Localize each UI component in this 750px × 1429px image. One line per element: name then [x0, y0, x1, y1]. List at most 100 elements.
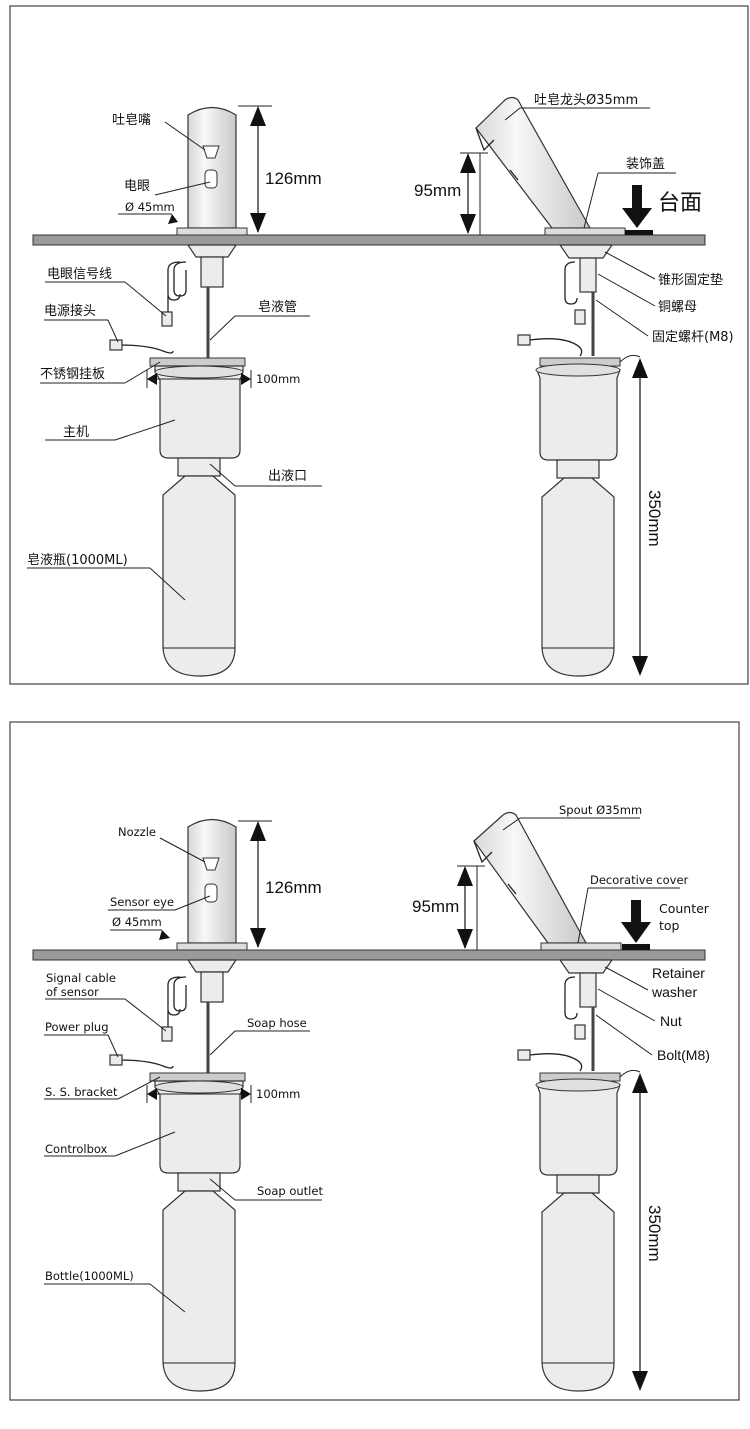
label-bottle: 皂液瓶(1000ML) [27, 553, 128, 568]
outlet-neck [556, 459, 600, 479]
leader-arrow [159, 930, 170, 940]
controlbox [154, 365, 244, 459]
label-counter-top: 台面 [658, 190, 702, 215]
leader-line [209, 463, 236, 487]
power-plug-icon [517, 1049, 531, 1061]
nut-block [200, 971, 224, 1003]
leader-line [149, 567, 186, 601]
left-assembly [109, 818, 272, 1392]
label-height-126: 126mm [265, 878, 322, 897]
panel-frame [9, 5, 749, 685]
dim-350-hook [619, 1069, 641, 1078]
label-diameter: Ø 45mm [125, 200, 175, 214]
leader-line [154, 181, 211, 196]
counter-slab [32, 949, 706, 961]
leader-line [209, 1030, 236, 1056]
leader-line [124, 998, 167, 1032]
leader-line [124, 281, 167, 317]
signal-connector [161, 1026, 173, 1042]
label-retainer-washer-2: washer [651, 984, 697, 1000]
label-nut: 铜螺母 [658, 300, 697, 315]
label-signal-cable-2: of sensor [46, 985, 99, 999]
counter-marker [622, 944, 650, 950]
leader-line [124, 361, 161, 384]
controlbox [154, 1080, 244, 1174]
sensor-eye-icon [204, 883, 218, 903]
retainer-washer [558, 959, 614, 974]
label-counter-top-1: Counter [659, 901, 710, 916]
label-power-plug: Power plug [45, 1020, 109, 1034]
leader-line [504, 107, 521, 121]
washer [186, 959, 238, 973]
dim-350-hook [619, 354, 641, 363]
leader-line [502, 817, 521, 831]
label-height-95: 95mm [414, 181, 461, 200]
label-spout: Spout Ø35mm [559, 803, 642, 817]
leader-line [114, 1131, 176, 1157]
controlbox [536, 369, 621, 461]
label-bracket-width: 100mm [256, 1087, 300, 1101]
base-plate [176, 942, 248, 951]
label-height-350: 350mm [645, 1205, 664, 1262]
right-assembly [460, 96, 653, 677]
leader-line [595, 1014, 653, 1056]
signal-cable-coil [564, 261, 578, 305]
label-retainer-washer: 锥形固定垫 [658, 272, 723, 288]
spout-tip [473, 840, 493, 864]
signal-cable-coil [167, 261, 187, 301]
panel-chinese: 吐皂嘴 电眼 Ø 45mm 电眼信号线 电源接头 不锈钢挂板 主机 皂液瓶(10… [9, 5, 749, 685]
signal-connector [161, 311, 173, 327]
dim-95-arrows [460, 153, 476, 234]
label-sensor-eye: 电眼 [124, 179, 150, 194]
leader-line [159, 837, 206, 863]
controlbox-lid [154, 365, 244, 379]
label-nut: Nut [660, 1013, 682, 1029]
label-nozzle: 吐皂嘴 [112, 113, 151, 128]
power-cable [117, 1059, 174, 1069]
right-labels: Spout Ø35mm Decorative cover Counter top… [412, 803, 710, 1262]
label-decorative-cover: Decorative cover [590, 873, 689, 887]
leader-line [604, 251, 656, 280]
leader-line [117, 1076, 161, 1100]
label-decorative-cover: 装饰盖 [626, 157, 665, 172]
decorative-cover [544, 227, 626, 236]
power-cable [529, 1053, 583, 1072]
left-labels: Nozzle Sensor eye Ø 45mm Signal cable of… [44, 825, 323, 1313]
outlet-neck [556, 1174, 600, 1194]
controlbox-lid [535, 1078, 621, 1092]
spout-tip [475, 127, 495, 152]
leader-line [595, 299, 649, 337]
power-plug-icon [109, 339, 123, 351]
label-diameter: Ø 45mm [112, 915, 162, 929]
label-height-350: 350mm [645, 490, 664, 547]
controlbox-lid [535, 363, 621, 377]
leader-line [174, 895, 211, 911]
label-height-126: 126mm [265, 169, 322, 188]
leader-line [597, 273, 656, 307]
counter-top-arrow [622, 208, 652, 228]
nozzle-body [187, 106, 237, 229]
signal-connector [574, 1024, 586, 1040]
leader-line [583, 172, 599, 229]
leader-arrow [168, 214, 178, 224]
panel-english: Nozzle Sensor eye Ø 45mm Signal cable of… [9, 721, 740, 1401]
label-bolt: 固定螺杆(M8) [652, 330, 734, 345]
label-soap-hose: Soap hose [247, 1016, 307, 1030]
spout-body [475, 96, 592, 229]
spout-body [473, 811, 588, 944]
label-controlbox: Controlbox [45, 1142, 108, 1156]
right-assembly [457, 811, 651, 1392]
soap-bottle [162, 475, 236, 677]
counter-slab [32, 234, 706, 246]
power-cable [117, 344, 174, 354]
left-assembly [109, 105, 272, 677]
power-plug-icon [517, 334, 531, 346]
label-signal-cable-1: Signal cable [46, 971, 116, 985]
label-controlbox: 主机 [63, 425, 89, 440]
label-retainer-washer-1: Retainer [652, 965, 705, 981]
signal-cable-coil [564, 976, 578, 1020]
washer [186, 244, 238, 258]
power-cable [529, 338, 583, 357]
label-power-plug: 电源接头 [44, 303, 96, 319]
